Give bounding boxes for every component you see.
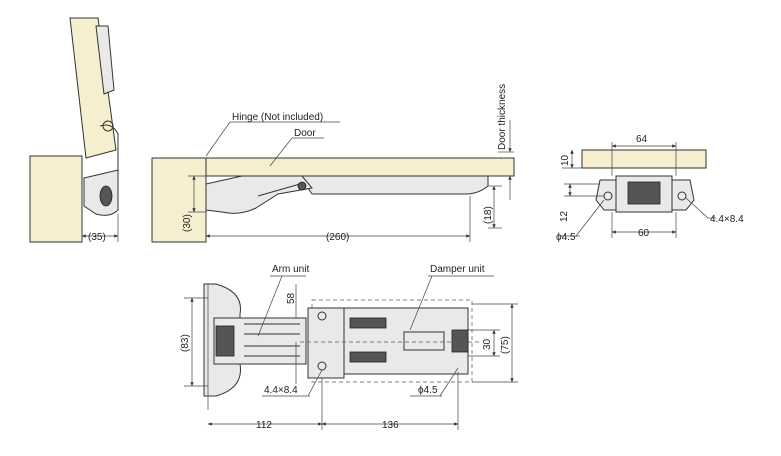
cabinet-wall: [151, 157, 207, 243]
end-view: 64 10 12 ϕ4.5 60 4.4×8.4: [556, 134, 744, 243]
dim-18: (18): [483, 206, 494, 224]
closed-door-side-view: Hinge (Not included) Door Door thickness…: [151, 84, 515, 243]
damper-housing: [299, 175, 489, 195]
dim-64: 64: [636, 134, 648, 145]
open-door-side-view: (35): [29, 17, 119, 243]
dim-35: (35): [88, 232, 106, 243]
label-damper-unit: Damper unit: [430, 264, 485, 275]
dim-83: (83): [180, 334, 191, 352]
stay-arm: [205, 175, 313, 214]
closed-door-panel: [205, 157, 515, 177]
dim-plan-phi45: ϕ4.5: [418, 385, 438, 396]
dim-60: 60: [638, 228, 650, 239]
label-door-thickness: Door thickness: [497, 84, 508, 150]
dim-30-side: (30): [182, 214, 193, 232]
dim-10: 10: [560, 154, 571, 166]
dim-plan-slot: 4.4×8.4: [264, 385, 298, 396]
cabinet-side-panel: [29, 155, 83, 243]
end-view-door: [581, 149, 707, 169]
dim-75: (75): [500, 336, 511, 354]
label-arm-unit: Arm unit: [272, 264, 309, 275]
dim-12: 12: [559, 210, 570, 222]
plan-view: Arm unit Damper unit (83) 58 30 (75) 4.4…: [180, 264, 518, 431]
dim-112: 112: [256, 420, 272, 431]
dim-30-plan: 30: [482, 338, 493, 350]
dim-260: (260): [326, 232, 349, 243]
dim-end-slot: 4.4×8.4: [710, 214, 744, 225]
dim-end-phi45: ϕ4.5: [556, 232, 576, 243]
dim-136: 136: [382, 420, 399, 431]
label-door: Door: [294, 128, 316, 139]
dim-58: 58: [286, 292, 297, 304]
label-hinge: Hinge (Not included): [232, 112, 323, 123]
